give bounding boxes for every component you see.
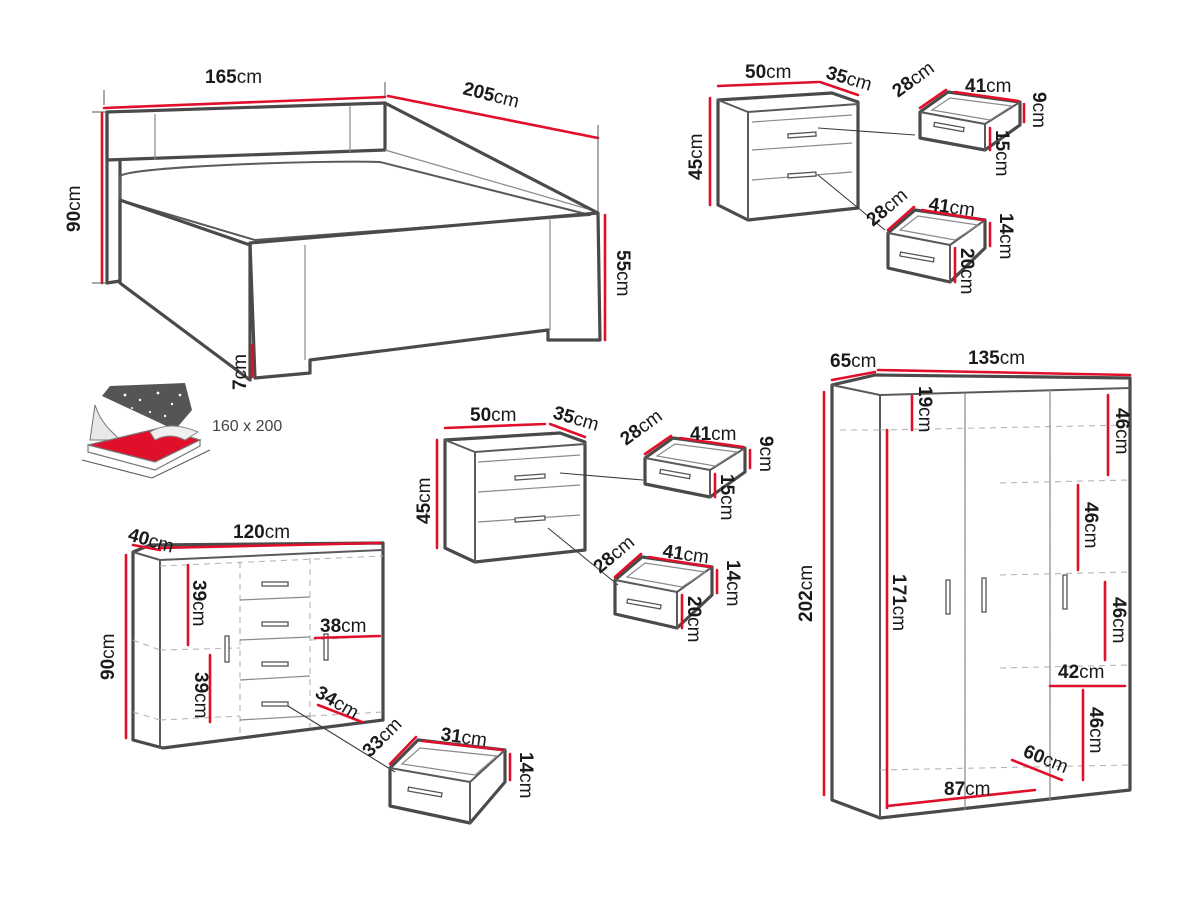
bed-width-label: 165cm bbox=[205, 67, 262, 88]
dresser: 40cm 120cm 90cm 39cm 39cm 38cm 34cm 33cm… bbox=[98, 522, 536, 825]
wardrobe-depth-label: 65cm bbox=[830, 351, 876, 372]
bed-footboard bbox=[248, 211, 602, 380]
ns1-drawer2-height-outer: 14cm bbox=[995, 213, 1016, 259]
dresser-drawer-width: 31cm bbox=[439, 724, 488, 751]
ns2-drawer2-height-outer: 14cm bbox=[722, 560, 743, 606]
bed-foot-height-label: 55cm bbox=[612, 250, 633, 296]
mattress-size-label: 160 x 200 bbox=[212, 418, 282, 435]
ns2-drawer2-depth: 28cm bbox=[590, 532, 639, 578]
dresser-height-label: 90cm bbox=[98, 634, 119, 680]
wardrobe-height-label: 202cm bbox=[796, 565, 817, 622]
bed-leg-label: 7cm bbox=[230, 354, 251, 390]
ns1-drawer1-height-inner: 15cm bbox=[991, 130, 1012, 176]
ns2-drawer2-width: 41cm bbox=[661, 541, 710, 568]
nightstand-top: 50cm 35cm 45cm 28cm 41cm 9cm 15cm 28cm 4… bbox=[686, 58, 1049, 295]
wardrobe: 65cm 135cm 202cm 19cm 171cm 46cm 46cm 46… bbox=[796, 348, 1132, 820]
mattress-icon: 160 x 200 bbox=[81, 383, 282, 479]
bed-length-label: 205cm bbox=[461, 78, 521, 112]
wardrobe-hanging-label: 171cm bbox=[888, 574, 909, 631]
ns2-drawer1-height-outer: 9cm bbox=[755, 436, 776, 472]
ns1-drawer1-depth: 28cm bbox=[889, 58, 939, 102]
wardrobe-shelf3-label: 46cm bbox=[1108, 597, 1129, 643]
dresser-shelf1-label: 39cm bbox=[188, 580, 209, 626]
ns1-width-label: 50cm bbox=[745, 62, 791, 83]
ns2-drawer1-width: 41cm bbox=[690, 424, 736, 445]
bed-length-dim bbox=[386, 94, 600, 140]
wardrobe-shelf4-label: 46cm bbox=[1085, 707, 1106, 753]
ns1-height-label: 45cm bbox=[686, 134, 707, 180]
ns2-drawer1-height-inner: 15cm bbox=[716, 474, 737, 520]
ns1-drawer1-width: 41cm bbox=[965, 76, 1011, 97]
dresser-compartment-width: 38cm bbox=[320, 616, 366, 637]
dresser-drawer-height: 14cm bbox=[515, 752, 536, 798]
wardrobe-width-label: 135cm bbox=[968, 348, 1025, 369]
wardrobe-top-shelf-label: 19cm bbox=[914, 386, 935, 432]
bed-width-dim bbox=[102, 95, 387, 110]
dresser-depth-label: 40cm bbox=[126, 525, 176, 558]
ns2-width-label: 50cm bbox=[470, 405, 516, 426]
wardrobe-shelf1-label: 46cm bbox=[1111, 408, 1132, 454]
ns1-drawer2-height-inner: 20cm bbox=[956, 248, 977, 294]
wardrobe-shelf2-label: 46cm bbox=[1080, 502, 1101, 548]
nightstand-mid: 50cm 35cm 45cm 28cm 41cm 9cm 15cm 28cm 4… bbox=[414, 403, 776, 643]
dresser-compartment-depth: 34cm bbox=[312, 682, 363, 723]
dresser-width-label: 120cm bbox=[233, 522, 290, 543]
wardrobe-inner-width-label: 87cm bbox=[944, 779, 990, 800]
ns1-drawer2-depth: 28cm bbox=[863, 185, 912, 231]
wardrobe-shelf-width-label: 42cm bbox=[1058, 662, 1104, 683]
bed-drawing: 165cm 205cm 90cm 55cm 7cm bbox=[64, 67, 633, 390]
ns1-drawer1-height-outer: 9cm bbox=[1028, 92, 1049, 128]
ns2-drawer2-height-inner: 20cm bbox=[683, 596, 704, 642]
ns2-depth-label: 35cm bbox=[551, 403, 601, 436]
bed-headboard bbox=[105, 101, 387, 162]
ns2-height-label: 45cm bbox=[414, 478, 435, 524]
ns1-drawer2-width: 41cm bbox=[927, 194, 976, 221]
bed-mattress bbox=[119, 160, 591, 241]
dresser-shelf2-label: 39cm bbox=[190, 672, 211, 718]
bed-height-label: 90cm bbox=[64, 186, 85, 232]
